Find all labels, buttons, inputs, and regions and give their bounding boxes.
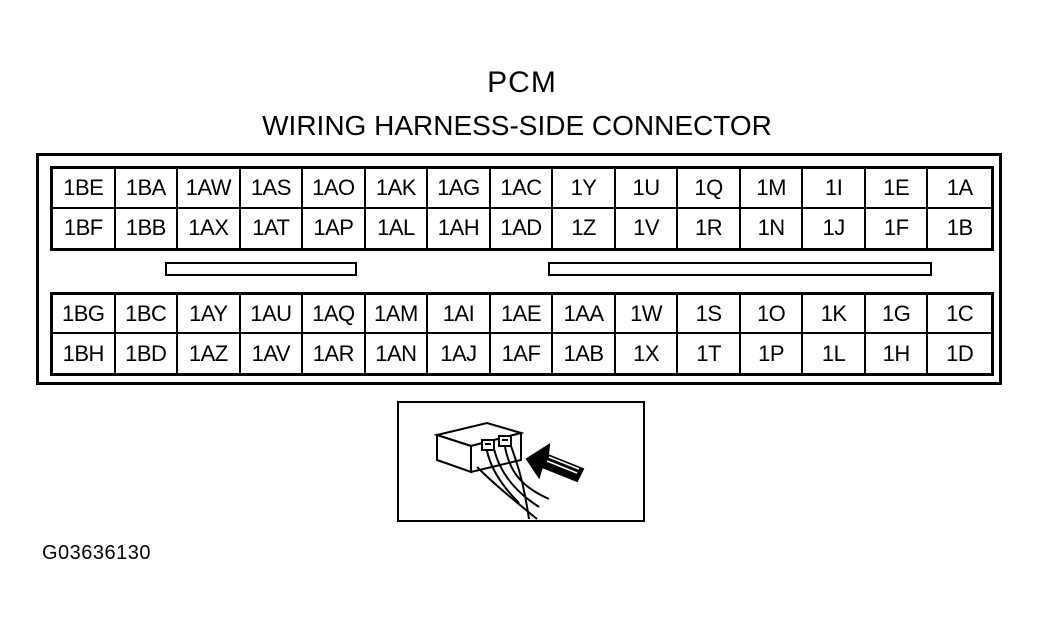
pin-terminal: 1AA bbox=[553, 295, 616, 334]
diagram-title: PCM bbox=[487, 66, 557, 99]
pin-terminal: 1AH bbox=[428, 208, 491, 248]
pin-terminal: 1BB bbox=[116, 208, 179, 248]
pin-terminal: 1AV bbox=[241, 334, 304, 373]
pin-terminal: 1AU bbox=[240, 295, 304, 334]
pin-terminal: 1N bbox=[741, 208, 804, 248]
pin-terminal: 1J bbox=[803, 208, 866, 248]
pin-terminal: 1AD bbox=[491, 208, 554, 248]
pin-terminal: 1P bbox=[741, 334, 804, 373]
diagram-subtitle: WIRING HARNESS-SIDE CONNECTOR bbox=[262, 110, 772, 141]
pin-terminal: 1G bbox=[865, 295, 929, 334]
pin-terminal: 1M bbox=[740, 169, 804, 209]
pin-terminal: 1BG bbox=[53, 295, 116, 334]
pin-terminal: 1AF bbox=[491, 334, 554, 373]
pin-terminal: 1BA bbox=[115, 169, 179, 209]
pin-terminal: 1A bbox=[928, 169, 991, 209]
pin-terminal: 1O bbox=[740, 295, 804, 334]
pin-terminal: 1T bbox=[678, 334, 741, 373]
pin-terminal: 1AI bbox=[428, 295, 491, 334]
pin-terminal: 1AP bbox=[303, 208, 366, 248]
pin-terminal: 1AO bbox=[303, 169, 366, 209]
pin-terminal: 1E bbox=[865, 169, 929, 209]
figure-reference-code: G03636130 bbox=[42, 542, 152, 564]
connector-housing-outline bbox=[36, 153, 1002, 385]
pin-terminal: 1BH bbox=[53, 334, 116, 373]
pin-terminal: 1AB bbox=[553, 334, 616, 373]
pin-terminal: 1AK bbox=[365, 169, 429, 209]
pin-terminal: 1AR bbox=[303, 334, 366, 373]
pin-terminal: 1BE bbox=[53, 169, 116, 209]
pin-terminal: 1AE bbox=[490, 295, 554, 334]
pin-terminal: 1H bbox=[866, 334, 929, 373]
pin-terminal: 1U bbox=[615, 169, 679, 209]
pin-terminal: 1BD bbox=[116, 334, 179, 373]
pin-terminal: 1AX bbox=[178, 208, 241, 248]
pin-terminal: 1W bbox=[615, 295, 679, 334]
pin-terminal: 1Q bbox=[678, 169, 741, 209]
pin-terminal: 1B bbox=[946, 215, 973, 241]
pin-terminal: 1V bbox=[616, 208, 679, 248]
pin-terminal: 1C bbox=[928, 295, 991, 334]
pin-terminal: 1L bbox=[803, 334, 866, 373]
pin-terminal: 1Y bbox=[553, 169, 616, 209]
probe-arrow-icon bbox=[525, 443, 585, 483]
pin-terminal: 1BF bbox=[53, 208, 116, 248]
pin-terminal: 1S bbox=[678, 295, 741, 334]
pin-terminal: 1AN bbox=[366, 334, 429, 373]
pin-terminal: 1D bbox=[946, 340, 974, 366]
pin-terminal: 1AL bbox=[366, 208, 429, 248]
pin-terminal: 1AT bbox=[241, 208, 304, 248]
connector-housing-icon bbox=[433, 421, 525, 474]
connector-probe-illustration bbox=[433, 421, 585, 520]
pin-terminal: 1AJ bbox=[428, 334, 491, 373]
pin-terminal: 1AC bbox=[490, 169, 554, 209]
pin-terminal: 1AQ bbox=[303, 295, 366, 334]
pin-terminal: 1K bbox=[803, 295, 866, 334]
pin-terminal: 1X bbox=[616, 334, 679, 373]
pin-terminal: 1AS bbox=[240, 169, 304, 209]
wire-icon bbox=[476, 445, 550, 520]
pin-terminal: 1AM bbox=[365, 295, 429, 334]
pin-terminal: 1AZ bbox=[178, 334, 241, 373]
pin-terminal: 1AY bbox=[178, 295, 241, 334]
connector-key-slot-right bbox=[548, 262, 932, 276]
probe-inset-illustration bbox=[397, 401, 645, 522]
pin-terminal: 1R bbox=[678, 208, 741, 248]
pin-terminal: 1I bbox=[803, 169, 866, 209]
connector-key-slot-left bbox=[165, 262, 357, 276]
pin-terminal: 1BC bbox=[115, 295, 179, 334]
pin-terminal: 1Z bbox=[553, 208, 616, 248]
pin-terminal: 1AG bbox=[428, 169, 491, 209]
pin-terminal: 1F bbox=[866, 208, 929, 248]
pin-terminal: 1AW bbox=[178, 169, 241, 209]
